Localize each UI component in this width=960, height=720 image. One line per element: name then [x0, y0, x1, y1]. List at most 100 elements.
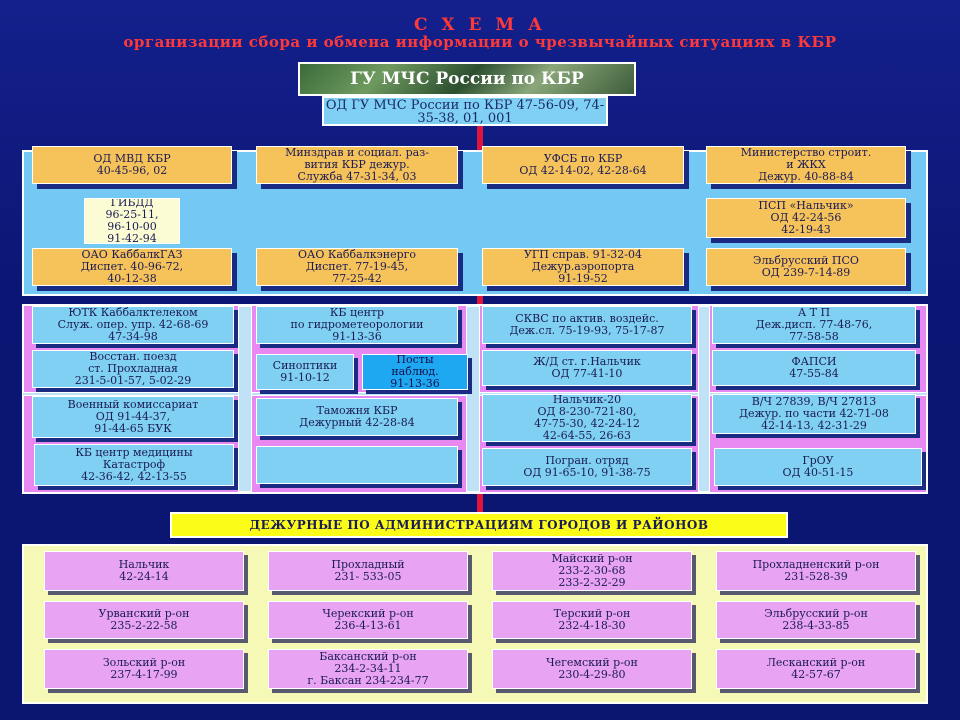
box-text-line: 91-13-36 [390, 377, 440, 390]
box-text-line: Дежур. 40-88-84 [758, 170, 854, 183]
box-text-line: 42-36-42, 42-13-55 [81, 470, 187, 483]
box-text-line: УГП справ. 91-32-04 [523, 248, 643, 261]
box-text-line: 237-4-17-99 [110, 668, 178, 681]
box-text-line: 91-19-52 [558, 272, 608, 285]
box-text-line: Дежур. по части 42-71-08 [739, 407, 889, 420]
box-text-line: Терский р-он [553, 607, 631, 620]
box-text-line: Синоптики [272, 359, 338, 372]
box-text-line: 77-25-42 [332, 272, 382, 285]
box-text-line: Нальчик-20 [552, 394, 622, 406]
box-text-line: и ЖКХ [786, 158, 826, 171]
box-text-line: ст. Прохладная [88, 362, 178, 375]
box-text-line: СКВС по актив. воздейс. [515, 312, 659, 325]
box-text-line: Служба 47-31-34, 03 [297, 170, 417, 183]
box-text-line: ОД 42-24-56 [770, 211, 842, 224]
box-text-line: 42-14-13, 42-31-29 [761, 419, 867, 432]
box-text-line: Чегемский р-он [546, 656, 638, 669]
box-text-line: Нальчик [118, 558, 170, 571]
box-text-line: Черекский р-он [322, 607, 414, 620]
box-text-line: Ж/Д ст. г.Нальчик [533, 355, 641, 368]
box-text-line: Урванский р-он [98, 607, 190, 620]
box-text-line: 47-55-84 [789, 367, 839, 380]
service-box: Минздрав и социал. раз-вития КБР дежур.С… [256, 146, 458, 184]
box-text-line: Посты [396, 354, 434, 366]
middle-panel-column-mid [466, 306, 480, 492]
box-text-line: 40-12-38 [107, 272, 157, 285]
box-text-line: Эльбрусский р-он [764, 607, 868, 620]
box-text-line: 232-4-18-30 [558, 619, 626, 632]
schema-title: С Х Е М А [413, 15, 546, 35]
middle-panel-column-right [698, 306, 710, 492]
box-text-line: КБ центр [329, 306, 385, 319]
box-text-line: Баксанский р-он [319, 650, 417, 663]
box-text-line: вития КБР дежур. [304, 158, 410, 171]
box-text-line: Деж.дисп. 77-48-76, [755, 318, 873, 331]
connector-line-top [477, 124, 483, 152]
box-text-line: 230-4-29-80 [558, 668, 626, 681]
box-text-line: ПСП «Нальчик» [758, 199, 854, 212]
box-text-line: 236-4-13-61 [334, 619, 402, 632]
box-text-line: Зольский р-он [102, 656, 186, 669]
box-text-line: 42-57-67 [791, 668, 841, 681]
box-text-line: Военный комиссариат [67, 398, 199, 411]
box-text-line: Прохладный [331, 558, 405, 571]
box-text-line: ОД 8-230-721-80, [537, 405, 637, 418]
box-text-line: ЮТК Каббалктелеком [68, 306, 198, 319]
box-text-line: ОАО Каббалкэнерго [297, 248, 417, 261]
district-duty-bar: ДЕЖУРНЫЕ ПО АДМИНИСТРАЦИЯМ ГОРОДОВ И РАЙ… [170, 512, 788, 538]
box-text-line: 91-44-65 БУК [94, 422, 172, 435]
service-box: СКВС по актив. воздейс.Деж.сл. 75-19-93,… [482, 306, 692, 344]
box-text-line: ОД 239-7-14-89 [761, 266, 851, 279]
box-text-line: 40-45-96, 02 [96, 164, 168, 177]
connector-line-mid [477, 294, 483, 306]
box-text-line: 96-10-00 [107, 220, 157, 233]
box-text-line: 42-64-55, 26-63 [542, 429, 632, 442]
box-text-line: 96-25-11, [105, 208, 159, 221]
box-text-line: Диспет. 77-19-45, [305, 260, 409, 273]
box-text-line: 231-5-01-57, 5-02-29 [74, 374, 192, 387]
box-text-line: В/Ч 27839, В/Ч 27813 [751, 395, 877, 408]
box-text-line: 47-75-30, 42-24-12 [534, 417, 640, 430]
box-text-line: 234-2-34-11 [334, 662, 402, 675]
box-text-line: Катастроф [102, 458, 166, 471]
middle-panel-column-left [238, 306, 252, 492]
box-text-line: УФСБ по КБР [543, 152, 623, 165]
box-text-line: 91-42-94 [107, 232, 157, 244]
box-text-line: г. Баксан 234-234-77 [307, 674, 429, 687]
box-text-line: ОД 77-41-10 [551, 367, 623, 380]
box-text-line: КБ центр медицины [75, 446, 193, 459]
hq-duty-line-1: ОД ГУ МЧС России по КБР [325, 98, 513, 113]
box-text-line: ОД 40-51-15 [782, 466, 854, 479]
box-text-line: по гидрометеорологии [290, 318, 424, 331]
box-text-line: Таможня КБР [316, 404, 398, 417]
box-text-line: 42-19-43 [781, 223, 831, 236]
box-text-line: ОД 91-44-37, [95, 410, 171, 423]
hq-duty-box: ОД ГУ МЧС России по КБР 47-56-09, 74-35-… [322, 96, 608, 126]
box-text-line: Дежур.аэропорта [531, 260, 635, 273]
schema-subtitle: организации сбора и обмена информации о … [123, 33, 837, 51]
